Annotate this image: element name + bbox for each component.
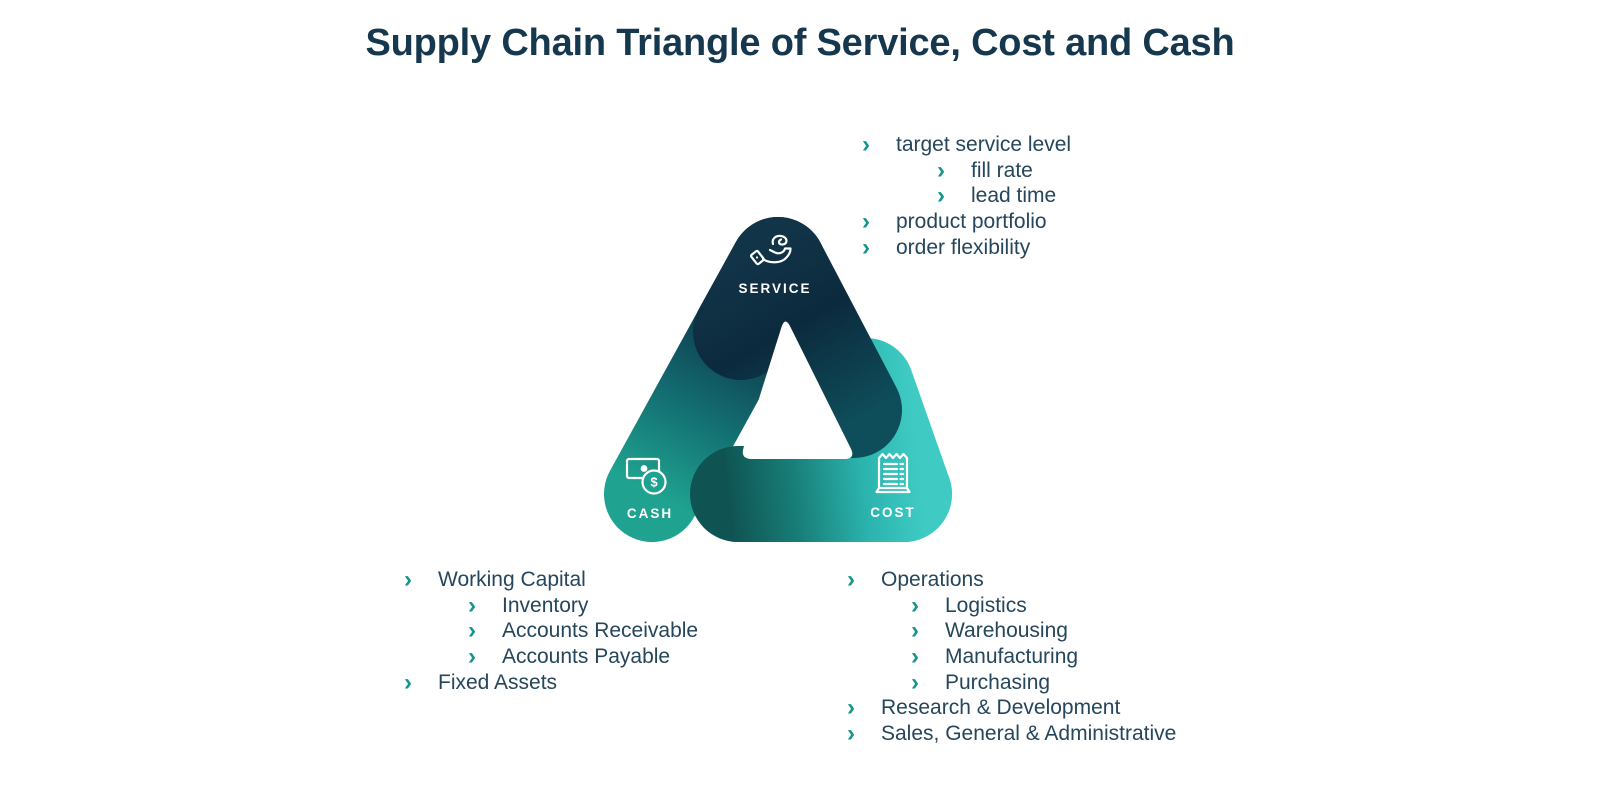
triangle-inner-hole bbox=[742, 321, 853, 459]
list-item-label: Sales, General & Administrative bbox=[881, 721, 1177, 745]
list-item-label: Fixed Assets bbox=[438, 670, 558, 694]
cost-bullet-list: › Operations › Logistics › Warehousing ›… bbox=[835, 567, 1176, 747]
chevron-right-icon: › bbox=[911, 642, 919, 670]
chevron-right-icon: › bbox=[862, 207, 870, 235]
list-item: › Research & Development bbox=[835, 695, 1176, 721]
chevron-right-icon: › bbox=[862, 233, 870, 261]
triangle-top-band bbox=[693, 217, 902, 458]
list-item: › Accounts Payable bbox=[392, 644, 698, 670]
list-item-label: Manufacturing bbox=[945, 644, 1079, 668]
triangle-svg: SERVICE $ CASH COST bbox=[604, 217, 952, 542]
list-item-label: Accounts Payable bbox=[502, 644, 671, 668]
list-item-label: Research & Development bbox=[881, 696, 1121, 720]
service-bullet-list: › target service level › fill rate › lea… bbox=[850, 132, 1071, 260]
chevron-right-icon: › bbox=[468, 642, 476, 670]
chevron-right-icon: › bbox=[937, 182, 945, 210]
list-item-label: order flexibility bbox=[896, 235, 1031, 259]
hand-offering-icon bbox=[749, 234, 792, 266]
list-item-label: Inventory bbox=[502, 593, 589, 617]
chevron-right-icon: › bbox=[847, 719, 855, 747]
list-item: › Accounts Receivable bbox=[392, 618, 698, 644]
list-item-label: fill rate bbox=[971, 158, 1033, 182]
list-item: › Purchasing bbox=[835, 670, 1176, 696]
chevron-right-icon: › bbox=[911, 617, 919, 645]
page-title: Supply Chain Triangle of Service, Cost a… bbox=[365, 22, 1235, 64]
receipt-cost-icon bbox=[875, 452, 911, 494]
list-item-label: Accounts Receivable bbox=[502, 619, 699, 643]
list-item-label: Warehousing bbox=[945, 619, 1068, 643]
chevron-right-icon: › bbox=[862, 130, 870, 158]
list-item: › target service level bbox=[850, 132, 1071, 158]
cash-label: CASH bbox=[627, 506, 673, 521]
list-item: › Working Capital bbox=[392, 567, 698, 593]
list-item: › Warehousing bbox=[835, 618, 1176, 644]
list-item: › lead time bbox=[850, 183, 1071, 209]
list-item-label: target service level bbox=[896, 132, 1072, 156]
list-item: › Sales, General & Administrative bbox=[835, 721, 1176, 747]
chevron-right-icon: › bbox=[937, 156, 945, 184]
chevron-right-icon: › bbox=[468, 591, 476, 619]
dollar-sign: $ bbox=[650, 475, 658, 490]
chevron-right-icon: › bbox=[847, 694, 855, 722]
chevron-right-icon: › bbox=[911, 591, 919, 619]
chevron-right-icon: › bbox=[404, 565, 412, 593]
list-item-label: Logistics bbox=[945, 593, 1027, 617]
list-item-label: Working Capital bbox=[438, 567, 586, 591]
list-item-label: Operations bbox=[881, 567, 984, 591]
list-item-label: lead time bbox=[971, 184, 1057, 208]
list-item: › Inventory bbox=[392, 593, 698, 619]
chevron-right-icon: › bbox=[847, 565, 855, 593]
list-item: › Operations bbox=[835, 567, 1176, 593]
cash-bullet-list: › Working Capital › Inventory › Accounts… bbox=[392, 567, 698, 695]
list-item: › product portfolio bbox=[850, 209, 1071, 235]
cash-banknote-icon: $ bbox=[625, 457, 667, 495]
service-label: SERVICE bbox=[738, 281, 811, 296]
chevron-right-icon: › bbox=[404, 668, 412, 696]
chevron-right-icon: › bbox=[911, 668, 919, 696]
list-item: › Logistics bbox=[835, 593, 1176, 619]
list-item-label: Purchasing bbox=[945, 670, 1051, 694]
chevron-right-icon: › bbox=[468, 617, 476, 645]
list-item: › order flexibility bbox=[850, 235, 1071, 261]
list-item: › Fixed Assets bbox=[392, 670, 698, 696]
supply-chain-triangle-graphic: SERVICE $ CASH COST bbox=[588, 203, 968, 553]
list-item-label: product portfolio bbox=[896, 209, 1047, 233]
list-item: › Manufacturing bbox=[835, 644, 1176, 670]
cost-label: COST bbox=[870, 505, 916, 520]
list-item: › fill rate bbox=[850, 158, 1071, 184]
